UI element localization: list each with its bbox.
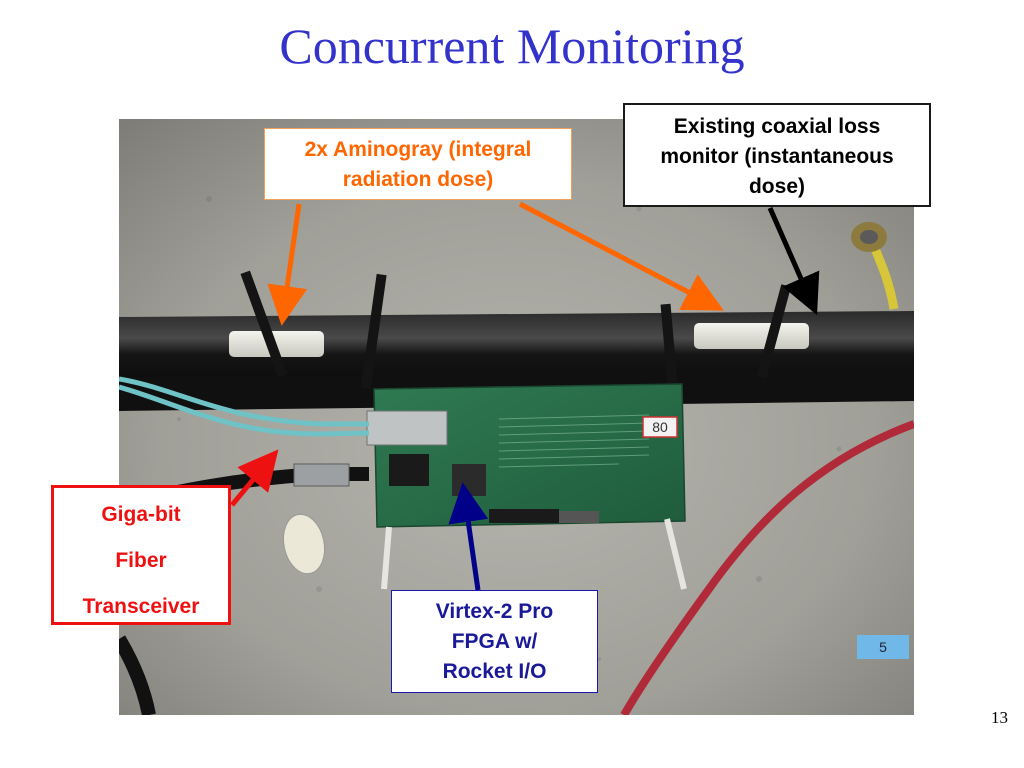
aminogray-callout-line-2: radiation dose) — [342, 168, 494, 191]
blue-tag-label: 5 — [879, 639, 887, 655]
fpga-callout: Virtex-2 Pro FPGA w/ Rocket I/O — [391, 590, 598, 693]
fiber-callout-line-2: Fiber — [115, 549, 167, 572]
coaxial-callout-line-2: monitor (instantaneous — [660, 145, 894, 168]
fiber-callout-line-1: Giga-bit — [101, 503, 181, 526]
coaxial-callout-line-1: Existing coaxial loss — [673, 115, 881, 138]
aminogray-callout-line-1: 2x Aminogray (integral — [304, 138, 532, 161]
board-label: 80 — [652, 419, 668, 435]
fpga-callout-line-2: FPGA w/ — [451, 630, 538, 653]
fpga-callout-line-1: Virtex-2 Pro — [435, 600, 554, 623]
page-number: 13 — [991, 708, 1008, 727]
slide-title: Concurrent Monitoring — [279, 18, 745, 74]
coaxial-monitor-callout: Existing coaxial loss monitor (instantan… — [623, 103, 931, 207]
fiber-callout-line-3: Transceiver — [82, 595, 200, 618]
fiber-transceiver-callout: Giga-bit Fiber Transceiver — [51, 485, 231, 625]
fpga-callout-line-3: Rocket I/O — [442, 660, 547, 683]
aminogray-callout: 2x Aminogray (integral radiation dose) — [264, 128, 572, 200]
coaxial-callout-line-3: dose) — [748, 175, 805, 198]
